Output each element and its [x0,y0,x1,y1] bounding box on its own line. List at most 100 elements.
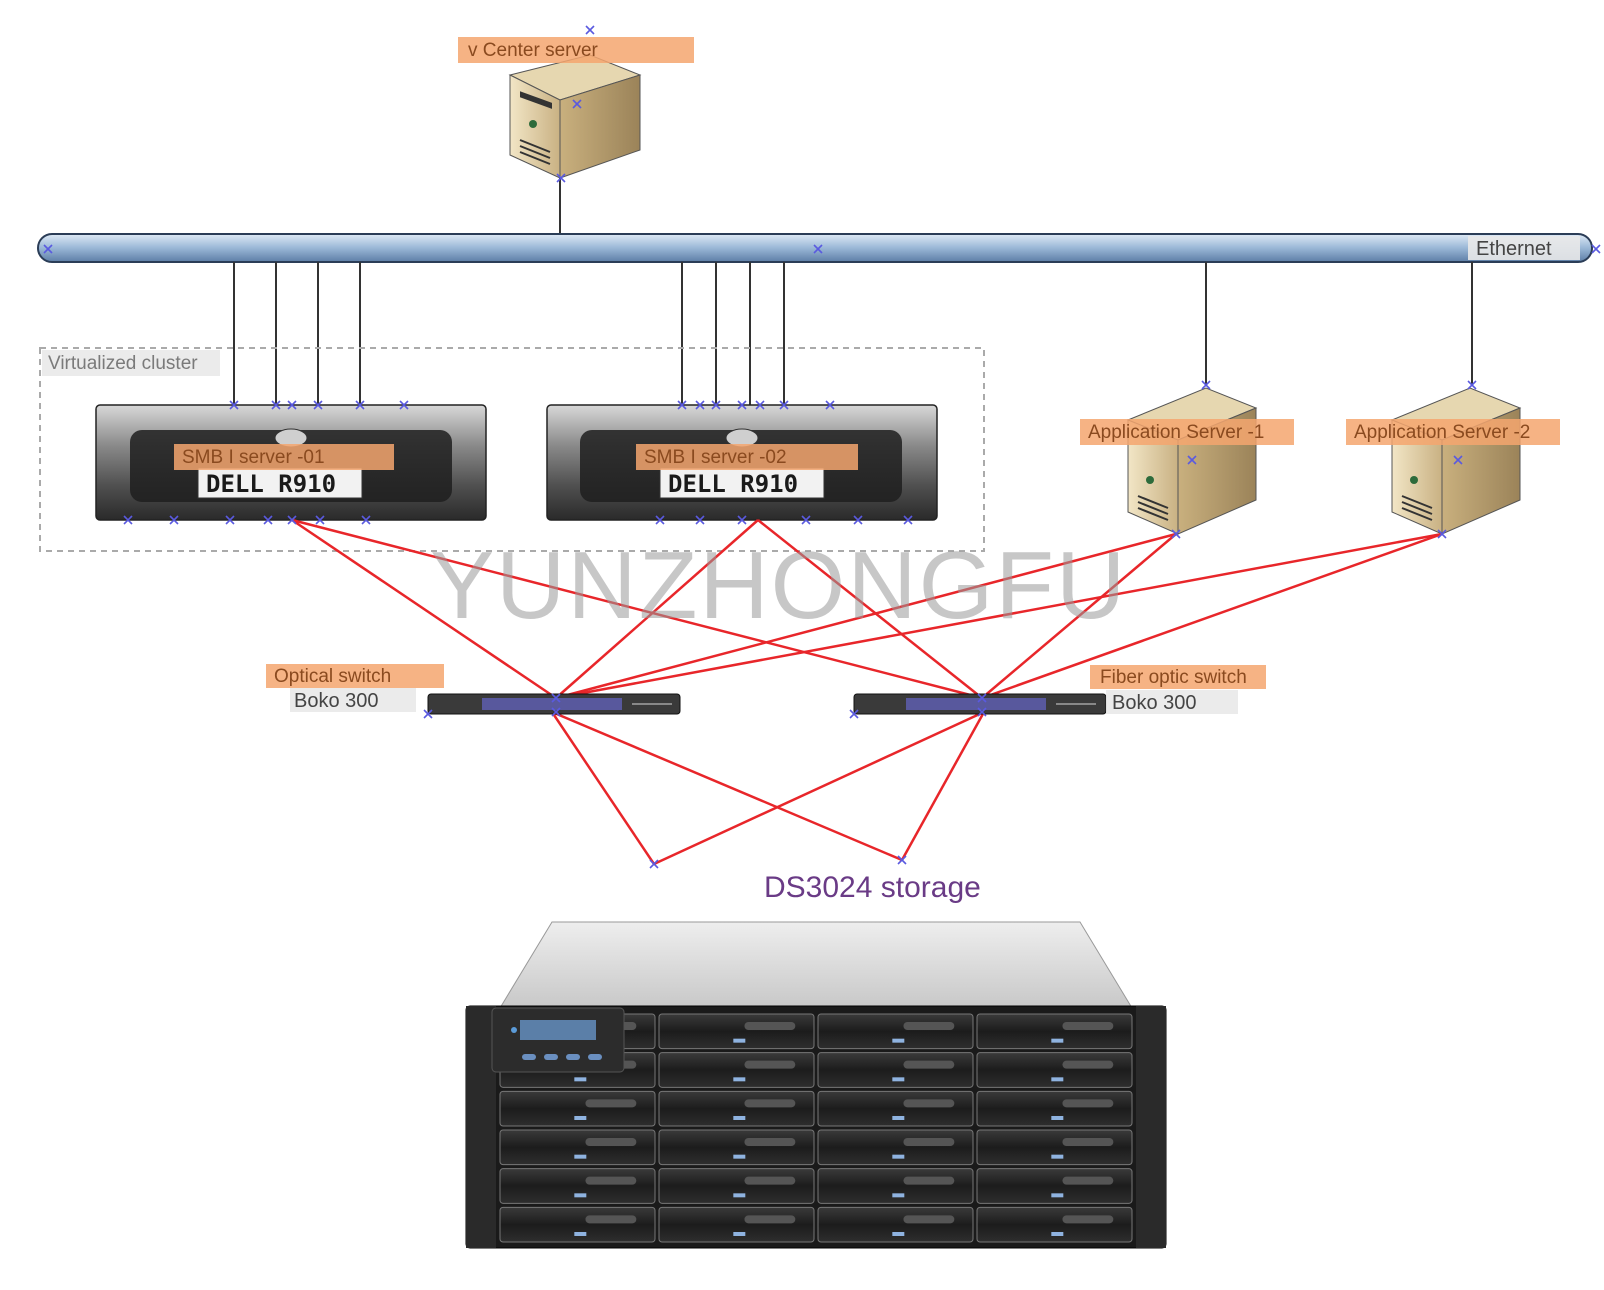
connection-markers [43,25,1601,869]
connection-point-marker [897,855,907,865]
drive-tray [976,1013,1133,1050]
storage-enclosure-icon [465,921,1167,1249]
label-highlight [1468,236,1580,260]
app-server-label: Application Server -2 [1354,422,1530,443]
connection-point-marker [853,515,863,525]
rack-server-02[interactable]: DELL R910 SMB I server -02 [546,404,938,521]
label-highlight [1080,419,1294,445]
switch-type-label: Fiber optic switch [1100,667,1247,688]
connection-point-marker [737,515,747,525]
connection-point-marker [737,400,747,410]
connection-point-marker [551,693,561,703]
drive-tray [817,1129,974,1166]
connection-point-marker [1201,380,1211,390]
drive-tray [817,1052,974,1088]
connection-point-marker [355,400,365,410]
connection-point-marker [755,400,765,410]
connection-point-marker [572,99,582,109]
label-highlight [290,688,416,712]
connection-point-marker [551,707,561,717]
connection-point-marker [313,400,323,410]
connection-point-marker [169,515,179,525]
fc-links [291,518,1443,866]
connection-point-marker [1453,455,1463,465]
drive-tray [817,1168,974,1204]
connection-point-marker [423,709,433,719]
label-highlight [266,664,444,688]
vcenter-server[interactable]: v Center server [458,37,694,179]
connection-point-marker [779,400,789,410]
watermark: YUNZHONGFU [430,532,1127,639]
connection-point-marker [695,400,705,410]
connection-point-marker [1437,529,1447,539]
connection-point-marker [977,707,987,717]
connection-point-marker [225,515,235,525]
drive-tray [658,1129,815,1166]
drive-tray [658,1013,815,1050]
server-label: SMB I server -02 [644,447,787,468]
optical-switch-1[interactable]: Optical switch Boko 300 [266,664,681,715]
connection-point-marker [649,859,659,869]
switch-model-label: Boko 300 [1112,692,1197,714]
storage-label: DS3024 storage [764,871,981,904]
connection-point-marker [655,515,665,525]
app-server-label: Application Server -1 [1088,422,1264,443]
label-highlight [42,350,220,376]
rack-server-01[interactable]: DELL R910 SMB I server -01 [95,404,487,521]
label-highlight [174,444,394,470]
drive-tray [976,1168,1133,1204]
connection-point-marker [1467,380,1477,390]
fiber-optic-switch-2[interactable]: Fiber optic switch Boko 300 [853,665,1266,715]
connection-point-marker [695,515,705,525]
connection-point-marker [123,515,133,525]
connection-point-marker [825,400,835,410]
ethernet-drops [233,262,1473,405]
drive-tray [817,1090,974,1127]
connection-point-marker [229,400,239,410]
switch-model-label: Boko 300 [294,690,379,712]
drive-tray [658,1052,815,1088]
ethernet-bus[interactable]: Ethernet [37,233,1593,263]
drive-tray [817,1206,974,1243]
server-model: DELL R910 [206,470,336,498]
connection-point-marker [585,25,595,35]
drive-tray [658,1090,815,1127]
connection-point-marker [903,515,913,525]
vcenter-label: v Center server [468,40,599,61]
connection-point-marker [556,173,566,183]
drive-tray [976,1052,1133,1088]
application-server-1[interactable]: Application Server -1 [1080,387,1294,535]
drive-tray [499,1168,656,1204]
connection-point-marker [801,515,811,525]
connection-point-marker [361,515,371,525]
connection-point-marker [1591,244,1601,254]
connection-point-marker [315,515,325,525]
server-model: DELL R910 [668,470,798,498]
label-highlight [636,444,858,470]
drive-tray [499,1129,656,1166]
ds3024-storage-array[interactable] [465,921,1167,1249]
ethernet-label: Ethernet [1476,238,1552,260]
cluster-boundary [39,347,985,552]
application-server-2[interactable]: Application Server -2 [1346,387,1560,535]
connection-point-marker [43,244,53,254]
connection-point-marker [849,709,859,719]
drive-tray [976,1206,1133,1243]
drive-tray [817,1013,974,1050]
server-label: SMB I server -01 [182,447,325,468]
connection-point-marker [977,693,987,703]
switch-type-label: Optical switch [274,666,391,687]
drive-tray [499,1206,656,1243]
virtualized-cluster[interactable]: Virtualized cluster DELL R910 SMB I serv… [39,347,985,552]
connection-point-marker [1171,529,1181,539]
label-highlight [458,37,694,63]
connection-point-marker [677,400,687,410]
drive-tray [658,1206,815,1243]
connection-point-marker [271,400,281,410]
tower-server-icon [508,54,642,179]
connection-point-marker [813,244,823,254]
drive-tray [976,1129,1133,1166]
drive-tray [658,1168,815,1204]
connection-point-marker [287,515,297,525]
